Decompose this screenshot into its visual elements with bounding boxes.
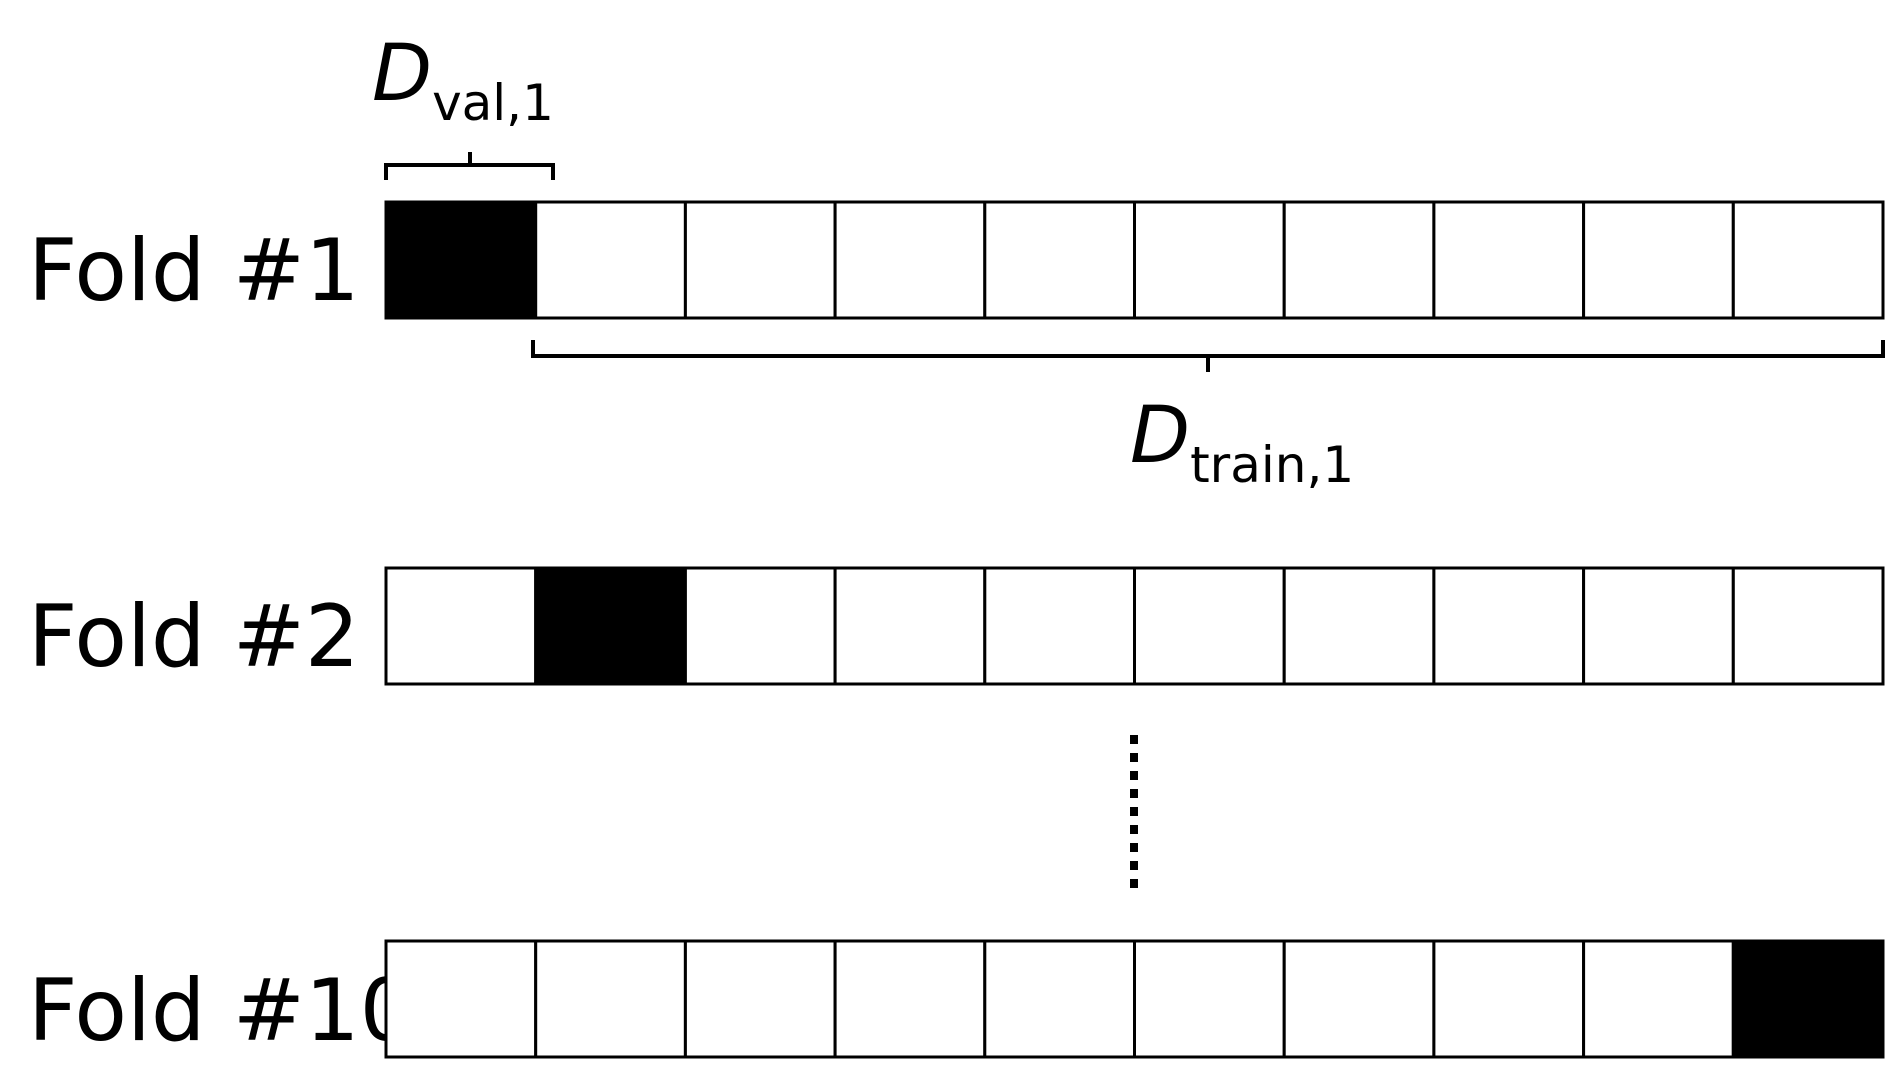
training-cell [683, 566, 837, 686]
training-cell [833, 939, 987, 1059]
training-cell [1282, 939, 1436, 1059]
training-cell [1133, 200, 1286, 320]
training-cell [1432, 200, 1586, 320]
training-cell [683, 200, 837, 320]
training-cell [1582, 566, 1735, 686]
fold-1-label: Fold #1 [28, 221, 360, 321]
fold-2-row [384, 566, 1885, 686]
training-cell [683, 939, 837, 1059]
validation-cell [384, 200, 538, 320]
training-cell [1731, 200, 1885, 320]
train-subscript: train,1 [1190, 436, 1354, 494]
training-cell [1432, 566, 1586, 686]
validation-cell [1731, 939, 1885, 1059]
training-cell [384, 566, 538, 686]
fold-2-label: Fold #2 [28, 587, 360, 687]
training-cell [534, 939, 687, 1059]
training-cell [833, 200, 987, 320]
train-brace [531, 340, 1885, 372]
train-symbol: D [1130, 391, 1190, 481]
training-cell [983, 939, 1136, 1059]
training-cell [384, 939, 538, 1059]
fold-10-label: Fold #10 [28, 961, 414, 1061]
fold-10-row [384, 939, 1885, 1059]
fold-1-row [384, 200, 1885, 320]
training-cell [1282, 200, 1436, 320]
training-cell [1282, 566, 1436, 686]
val-set-label: Dval,1 [372, 29, 554, 132]
val-symbol: D [372, 29, 432, 119]
training-cell [983, 566, 1136, 686]
training-cell [1133, 939, 1286, 1059]
training-cell [1582, 200, 1735, 320]
training-cell [534, 200, 687, 320]
val-subscript: val,1 [432, 74, 554, 132]
training-cell [1731, 566, 1885, 686]
training-cell [1432, 939, 1586, 1059]
training-cell [983, 200, 1136, 320]
training-cell [1133, 566, 1286, 686]
train-set-label: Dtrain,1 [1130, 391, 1354, 494]
training-cell [833, 566, 987, 686]
val-brace [384, 152, 555, 180]
training-cell [1582, 939, 1735, 1059]
validation-cell [534, 566, 687, 686]
